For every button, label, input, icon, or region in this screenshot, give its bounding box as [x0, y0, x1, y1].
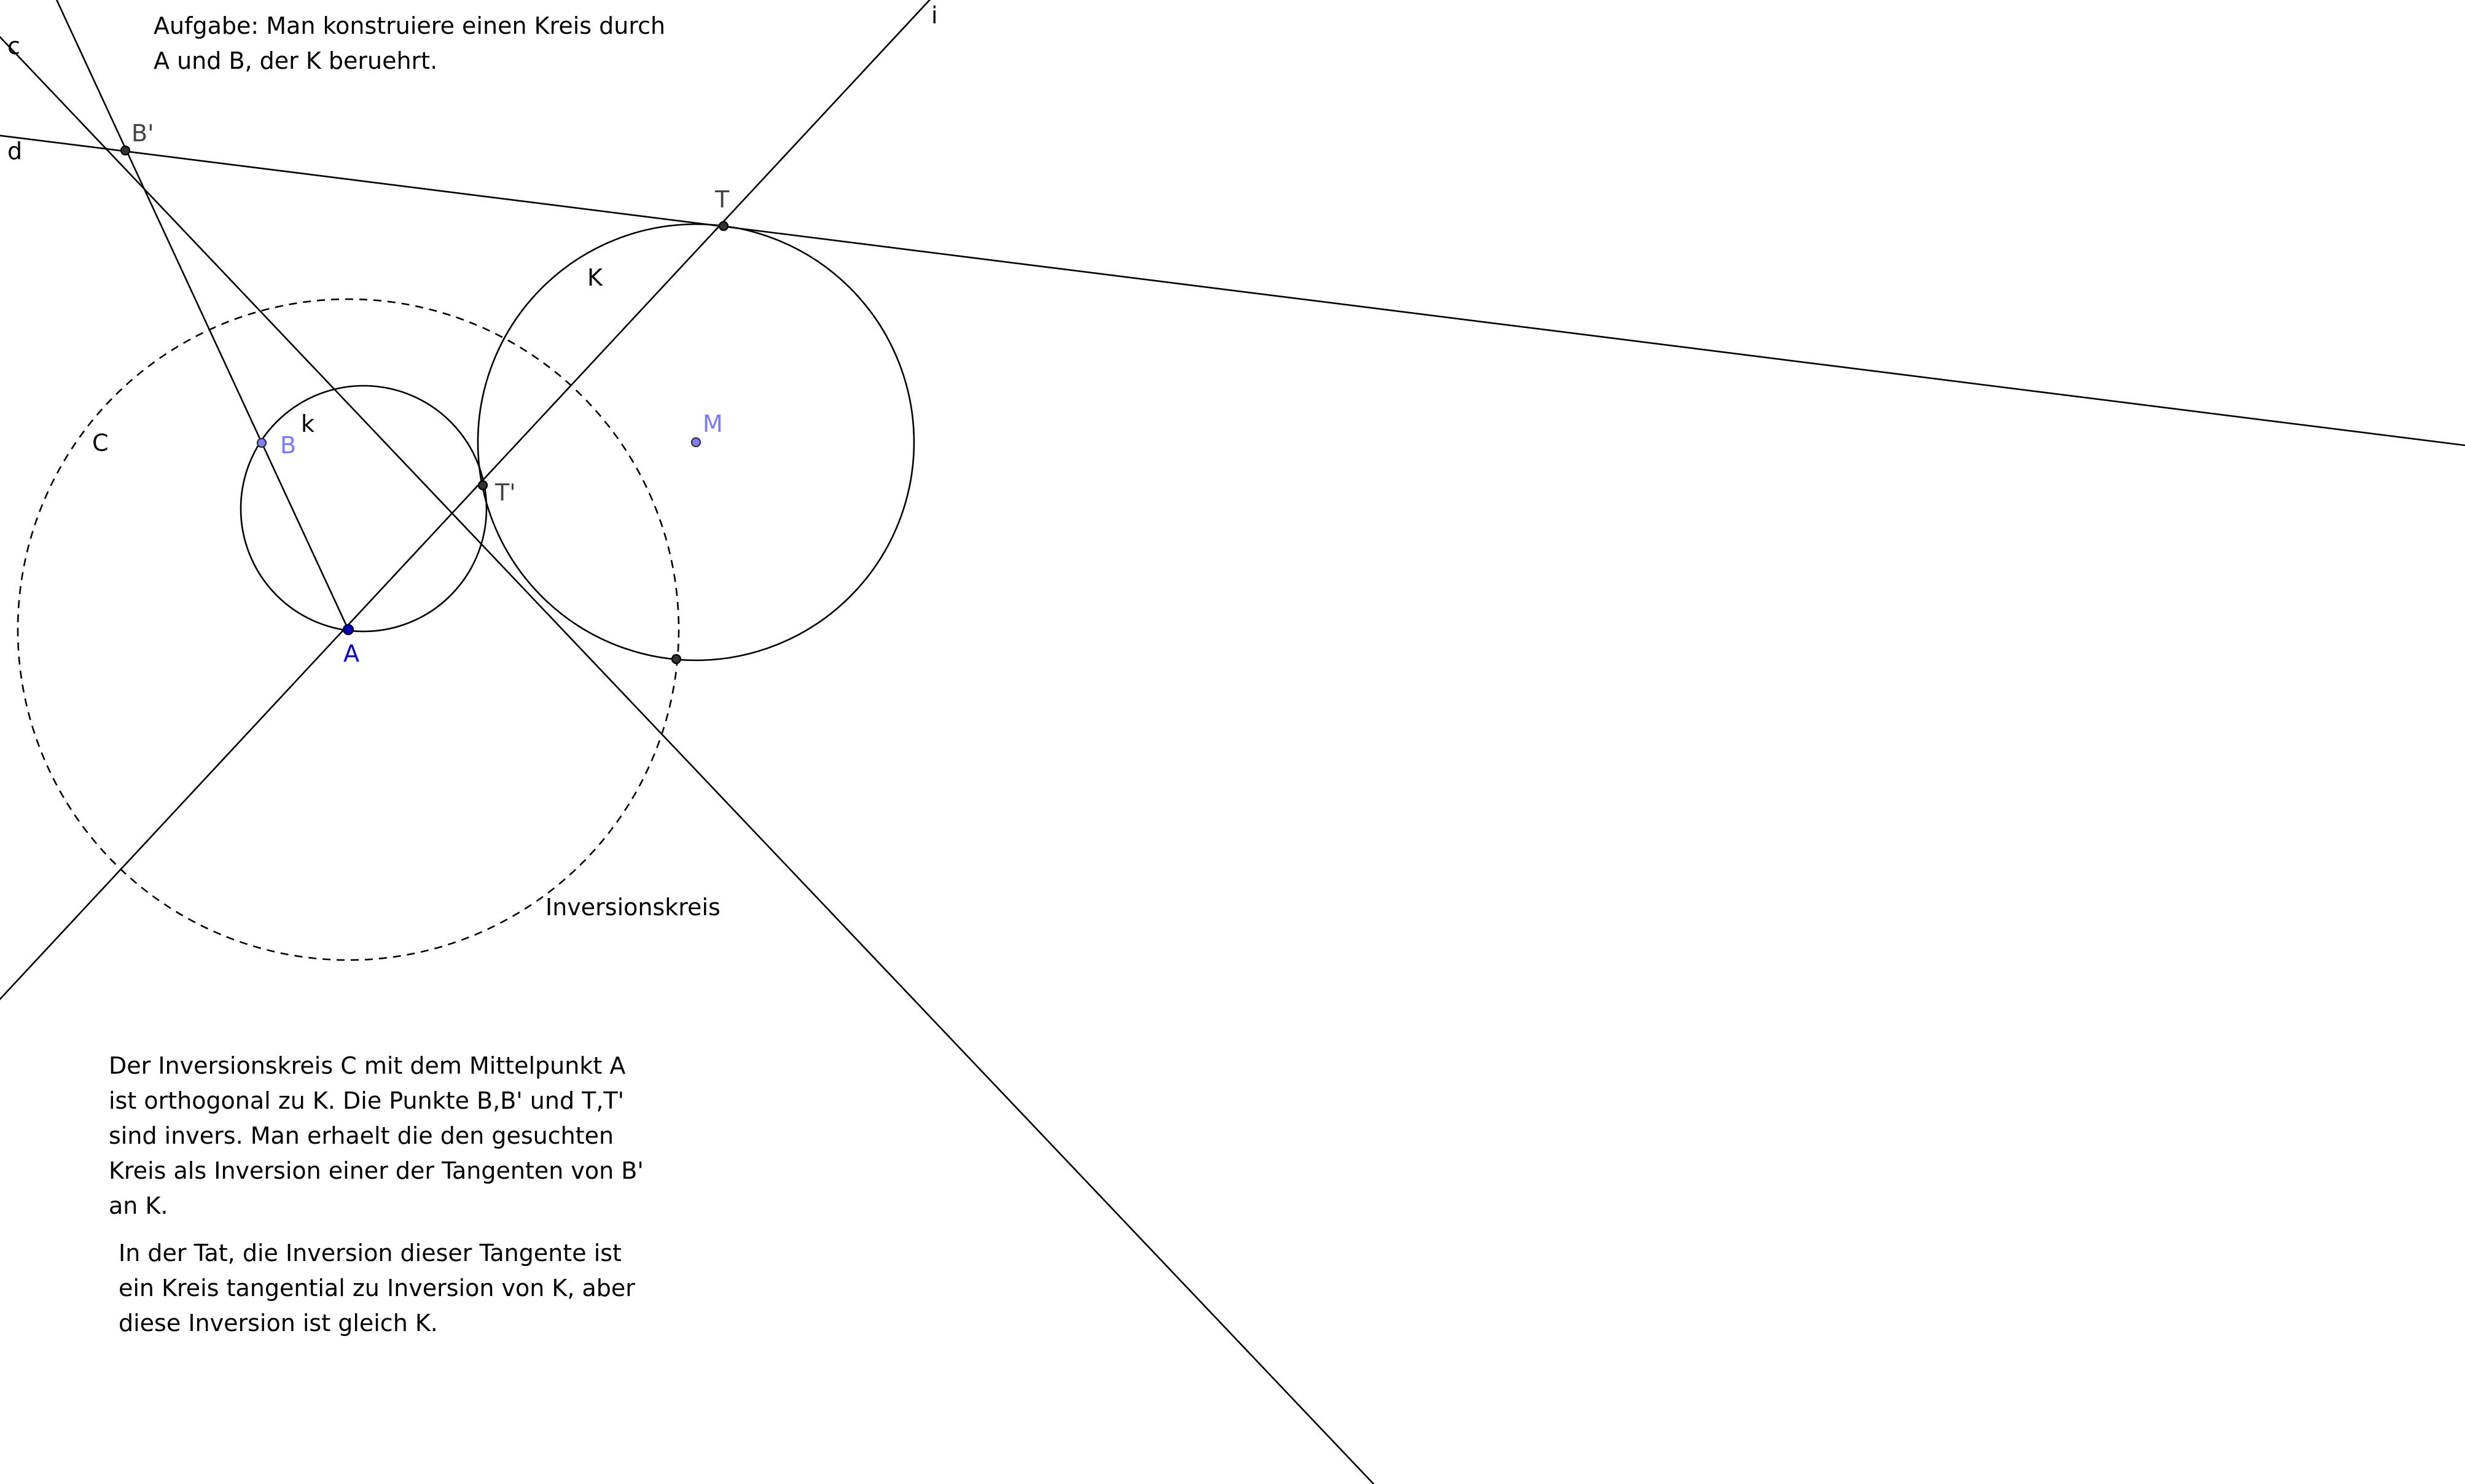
- line-c: [0, 36, 1375, 1484]
- explanation-line-3: sind invers. Man erhaelt die den gesucht…: [109, 1122, 614, 1149]
- label-line-c: c: [7, 33, 20, 60]
- intersection-point[interactable]: [671, 654, 682, 665]
- line-b-prime-a: [55, 0, 350, 630]
- explanation-line-1: Der Inversionskreis C mit dem Mittelpunk…: [109, 1052, 625, 1079]
- circle-big-k: [477, 223, 915, 662]
- label-line-i: i: [931, 2, 938, 29]
- label-point-t-prime: T': [494, 479, 516, 506]
- circle-small-k: [240, 385, 488, 633]
- label-point-m: M: [703, 410, 723, 437]
- label-point-b-prime: B': [131, 120, 154, 147]
- point-m[interactable]: [690, 437, 701, 448]
- label-circle-big-k: K: [587, 264, 603, 291]
- label-inversion-circle: Inversionskreis: [545, 894, 721, 921]
- remark-line-3: diese Inversion ist gleich K.: [119, 1310, 438, 1337]
- point-a[interactable]: [342, 623, 354, 636]
- label-line-d: d: [7, 138, 22, 165]
- explanation-line-4: Kreis als Inversion einer der Tangenten …: [109, 1157, 644, 1184]
- point-b-prime[interactable]: [120, 145, 131, 156]
- label-point-a: A: [343, 640, 359, 667]
- line-d: [0, 135, 2465, 447]
- inversion-circle-c: [17, 298, 680, 961]
- label-point-b: B: [280, 432, 296, 459]
- remark-line-2: ein Kreis tangential zu Inversion von K,…: [119, 1275, 635, 1302]
- task-line-2: A und B, der K beruehrt.: [154, 47, 437, 74]
- line-i: [0, 0, 931, 1001]
- point-t[interactable]: [718, 221, 729, 232]
- remark-line-1: In der Tat, die Inversion dieser Tangent…: [119, 1240, 622, 1267]
- point-t-prime[interactable]: [477, 480, 488, 491]
- label-circle-small-k: k: [301, 410, 314, 437]
- explanation-line-5: an K.: [109, 1192, 168, 1219]
- explanation-line-2: ist orthogonal zu K. Die Punkte B,B' und…: [109, 1087, 624, 1114]
- label-circle-c: C: [92, 429, 109, 456]
- label-point-t: T: [714, 186, 730, 213]
- point-b[interactable]: [256, 437, 267, 448]
- task-line-1: Aufgabe: Man konstruiere einen Kreis dur…: [154, 12, 665, 39]
